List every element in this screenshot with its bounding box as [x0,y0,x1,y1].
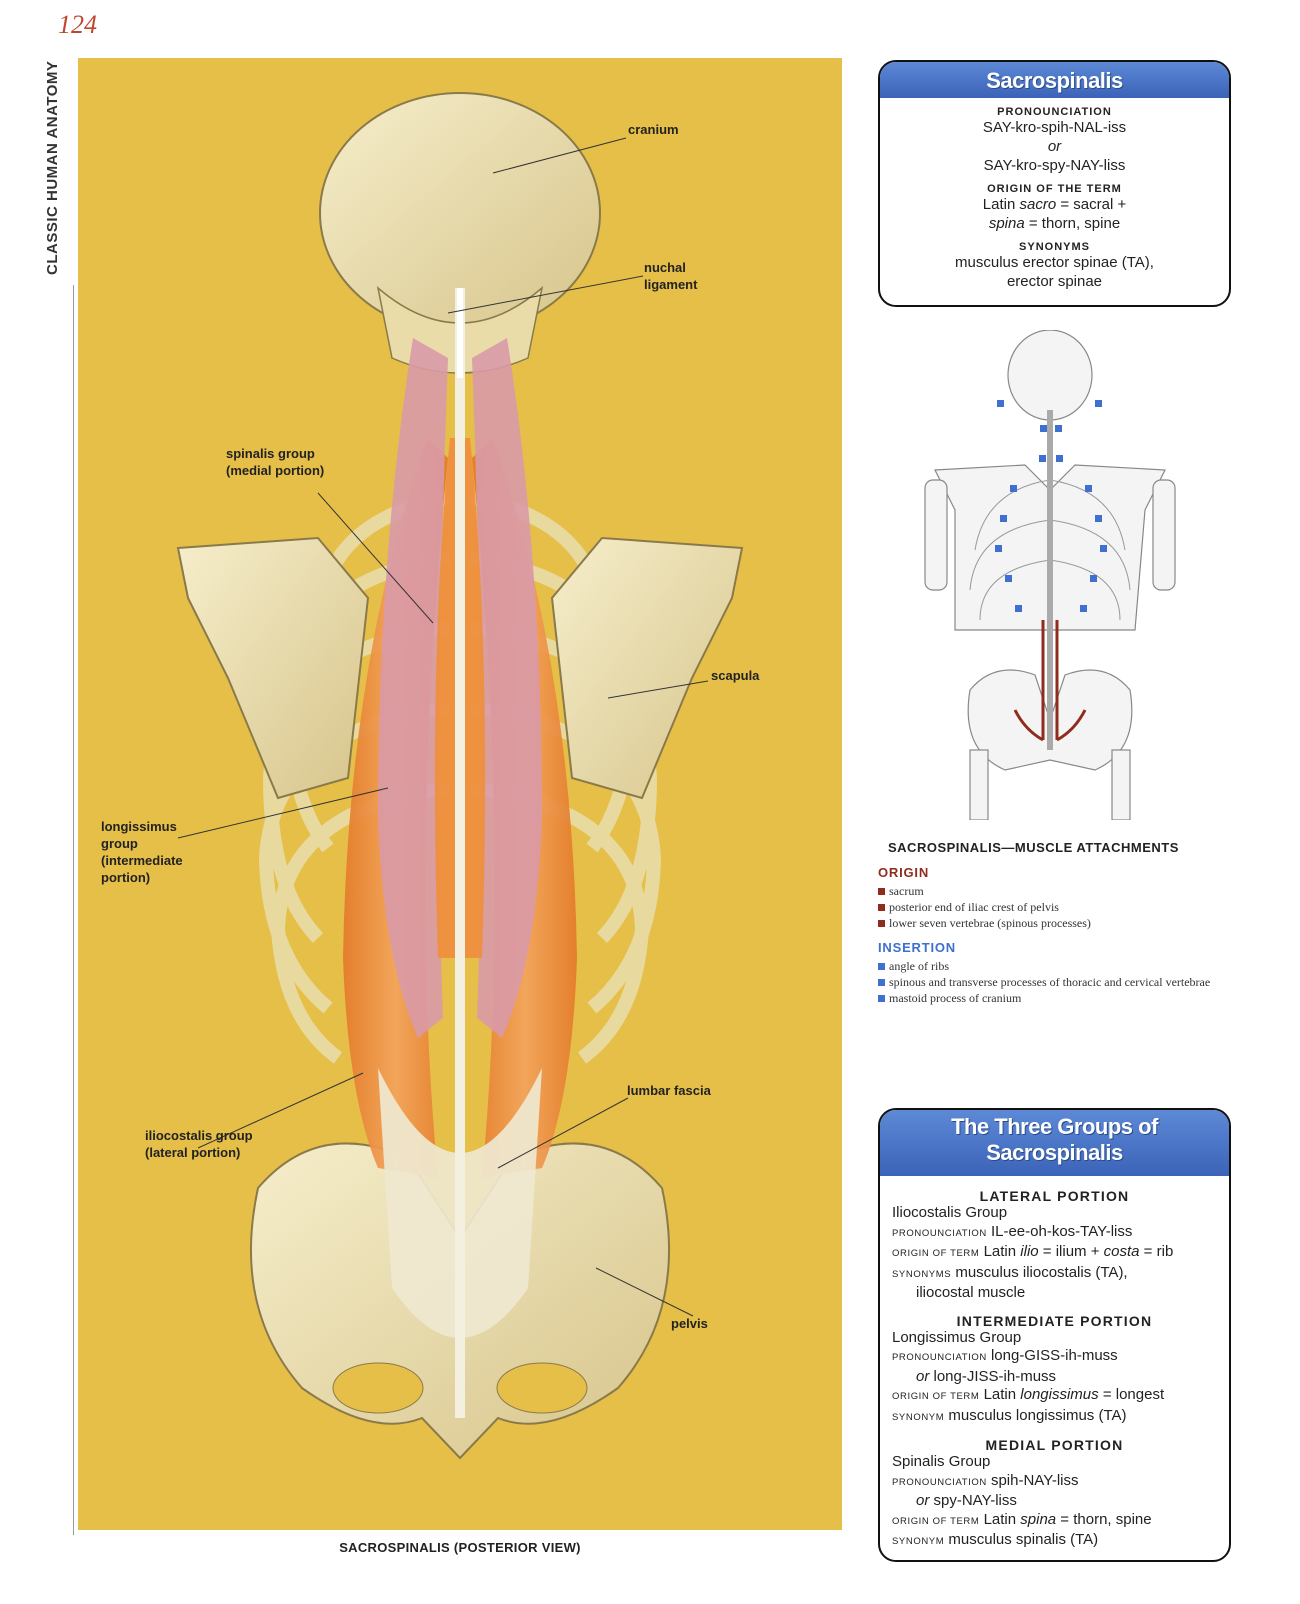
label-lumbar-fascia: lumbar fascia [627,1083,711,1098]
leader-lines [177,137,709,1317]
medial-portion-heading: MEDIAL PORTION [985,1437,1124,1453]
list-item: mastoid process of cranium [878,990,1238,1006]
label-spinalis-group: spinalis group(medial portion) [226,446,325,478]
left-scapula-shape [176,536,370,800]
pronunciation-heading: PRONOUNCIATION [997,106,1112,118]
medial-group-name: Spinalis Group [892,1453,991,1470]
lateral-group-name: Iliocostalis Group [892,1204,1008,1221]
sacrospinalis-card: Sacrospinalis PRONOUNCIATION SAY-kro-spi… [878,60,1231,307]
synonyms-1: musculus erector spinae (TA), [955,254,1154,271]
synonyms-2: erector spinae [1006,273,1103,290]
label-iliocostalis-group: iliocostalis group(lateral portion) [145,1128,253,1160]
longissimus-muscle [378,338,448,1038]
label-scapula: scapula [711,668,760,683]
label-cranium: cranium [628,122,679,137]
label-pelvis: pelvis [671,1316,708,1331]
synonyms-heading: SYNONYMS [1019,241,1090,253]
figure-caption: SACROSPINALIS (POSTERIOR VIEW) [339,1540,581,1555]
origin-heading-red: ORIGIN [878,865,930,880]
card-title: Sacrospinalis [880,62,1229,98]
lateral-portion-heading: LATERAL PORTION [979,1188,1130,1204]
origin-list: sacrum posterior end of iliac crest of p… [878,883,1238,931]
running-head: CLASSIC HUMAN ANATOMY [44,60,61,275]
medial-synonym: SYNONYM musculus spinalis (TA) [892,1531,1099,1548]
lateral-synonyms: SYNONYMS musculus iliocostalis (TA), [892,1263,1128,1281]
medial-pronunciation-2: or spy-NAY-liss [916,1492,1017,1509]
origin-line-1: Latin sacro = sacral + [982,196,1127,213]
mini-cranium [1007,330,1093,421]
origin-line-2: spina = thorn, spine [988,215,1121,232]
insertion-list: angle of ribs spinous and transverse pro… [878,958,1238,1006]
intermediate-pronunciation-2: or long-JISS-ih-muss [916,1367,1057,1385]
intermediate-origin: ORIGIN OF TERM Latin longissimus = longe… [892,1386,1165,1403]
insertion-heading-blue: INSERTION [878,940,956,955]
lateral-synonyms-2: iliocostal muscle [916,1284,1026,1301]
intermediate-group-name: Longissimus Group [892,1328,1022,1346]
intermediate-portion-heading: INTERMEDIATE PORTION [956,1312,1153,1329]
attachment-skeleton [924,330,1176,820]
medial-origin: ORIGIN OF TERM Latin spina = thorn, spin… [892,1510,1152,1528]
list-item: spinous and transverse processes of thor… [878,974,1238,990]
intermediate-pronunciation: PRONOUNCIATION long-GISS-ih-muss [892,1347,1118,1364]
medial-pronunciation: PRONOUNCIATION spih-NAY-liss [892,1471,1079,1489]
pronunciation-or: or [1047,138,1062,155]
list-item: posterior end of iliac crest of pelvis [878,899,1238,915]
pronunciation-1: SAY-kro-spih-NAL-iss [982,119,1127,136]
origin-heading: ORIGIN OF THE TERM [987,183,1122,195]
margin-rule [73,285,74,1535]
list-item: sacrum [878,883,1238,899]
lateral-pronunciation: PRONOUNCIATION IL-ee-oh-kos-TAY-liss [892,1222,1133,1240]
list-item: angle of ribs [878,958,1238,974]
spinalis-muscle [434,438,456,958]
intermediate-synonym: SYNONYM musculus longissimus (TA) [892,1406,1127,1424]
posterior-view-drawing [176,92,744,1460]
right-scapula-shape [550,536,744,800]
pronunciation-2: SAY-kro-spy-NAY-liss [983,157,1126,174]
attachments-title: SACROSPINALIS—MUSCLE ATTACHMENTS [888,840,1179,855]
list-item: lower seven vertebrae (spinous processes… [878,915,1238,931]
lateral-origin: ORIGIN OF TERM Latin ilio = ilium + cost… [892,1243,1174,1260]
page-number: 124 [58,10,97,39]
